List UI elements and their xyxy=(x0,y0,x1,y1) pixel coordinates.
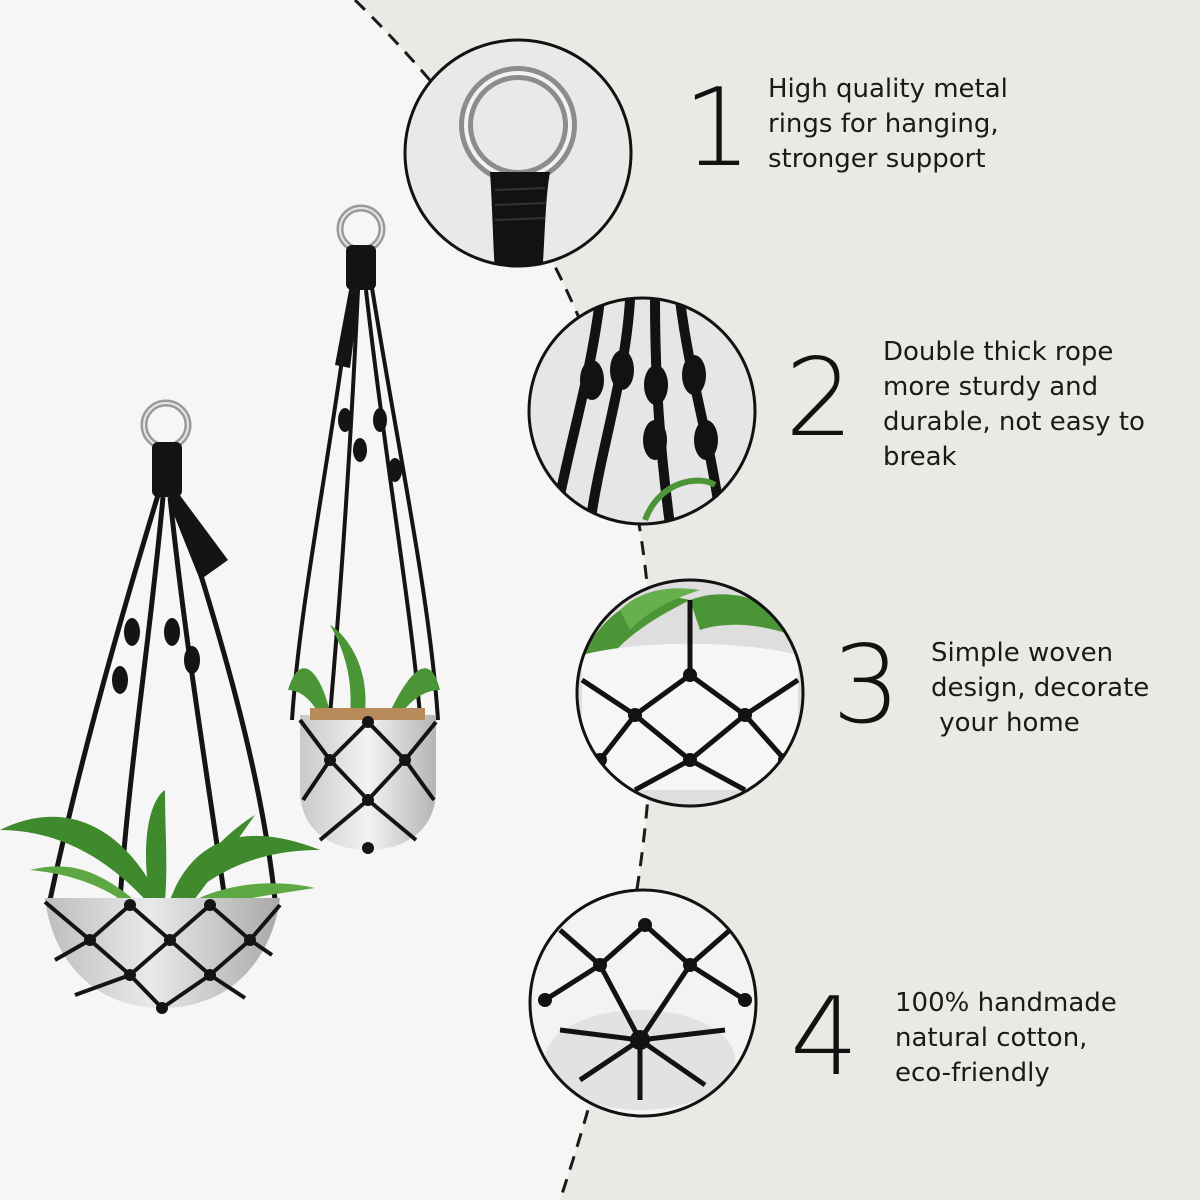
feature-1-description: High quality metal rings for hanging, st… xyxy=(768,72,1068,177)
feature-1-line-2: rings for hanging, xyxy=(768,109,999,139)
feature-4-number: 4 xyxy=(790,975,859,1100)
detail-circle-handmade xyxy=(528,888,758,1118)
feature-4-line-1: 100% handmade xyxy=(895,988,1117,1018)
detail-circle-ring xyxy=(403,38,633,268)
feature-2-number: 2 xyxy=(785,336,854,461)
small-hanging-planter xyxy=(288,204,440,854)
feature-4-description: 100% handmade natural cotton, eco-friend… xyxy=(895,986,1195,1091)
feature-4-line-3: eco-friendly xyxy=(895,1058,1050,1088)
feature-3-line-1: Simple woven xyxy=(931,638,1114,668)
feature-2-line-1: Double thick rope xyxy=(883,337,1114,367)
feature-2-description: Double thick rope more sturdy and durabl… xyxy=(883,335,1183,475)
large-hanging-planter xyxy=(0,399,320,1014)
feature-4-line-2: natural cotton, xyxy=(895,1023,1088,1053)
feature-3-line-2: design, decorate xyxy=(931,673,1150,703)
feature-2-line-4: break xyxy=(883,442,957,472)
detail-circle-woven xyxy=(575,578,805,808)
feature-2-line-3: durable, not easy to xyxy=(883,407,1145,437)
feature-3-number: 3 xyxy=(832,623,901,748)
feature-1-line-3: stronger support xyxy=(768,144,986,174)
detail-circle-rope xyxy=(527,296,757,526)
feature-1-line-1: High quality metal xyxy=(768,74,1008,104)
feature-3-line-3: your home xyxy=(931,708,1080,738)
feature-3-description: Simple woven design, decorate your home xyxy=(931,636,1200,741)
feature-1-number: 1 xyxy=(683,66,752,191)
feature-2-line-2: more sturdy and xyxy=(883,372,1099,402)
